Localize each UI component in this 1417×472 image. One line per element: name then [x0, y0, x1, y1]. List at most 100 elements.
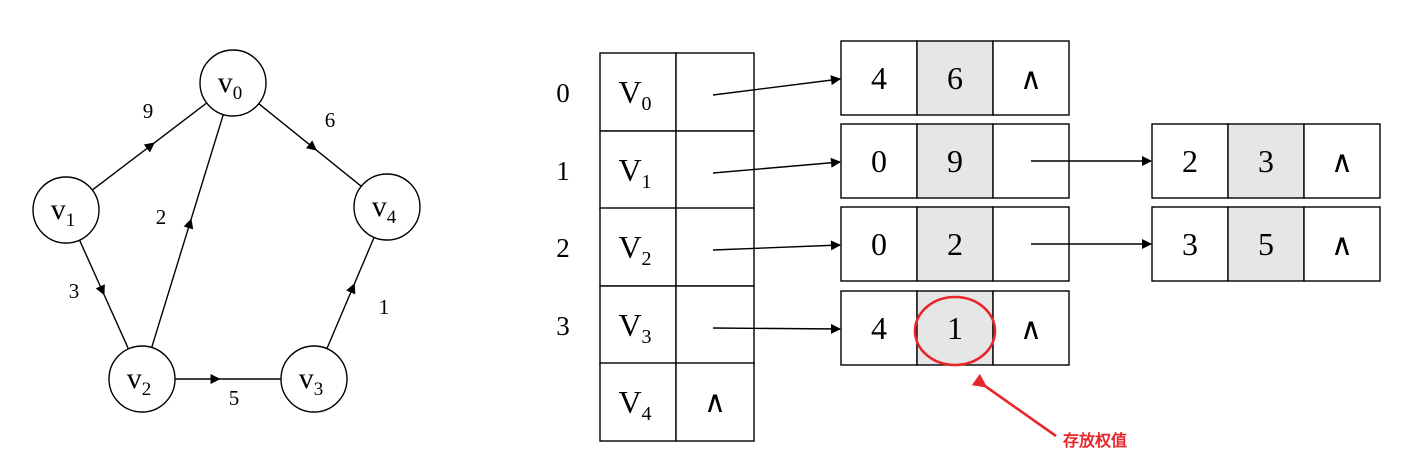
graph-edge-v0-v4 — [258, 103, 317, 151]
null-pointer-symbol: ∧ — [704, 386, 726, 419]
vertex-label-0-base: V — [618, 74, 641, 110]
vertex-label-3-subscript: 3 — [642, 326, 652, 348]
graph-node-v1 — [32, 176, 100, 244]
edge-node-adjvex-cell — [840, 206, 918, 282]
null-pointer-symbol: ∧ — [1331, 229, 1353, 262]
edge-node-adjvex-cell — [840, 290, 918, 366]
vertex-label-1-subscript: 1 — [642, 171, 652, 193]
graph-edge-v1-v0-tail — [153, 102, 208, 144]
edge-node-weight: 6 — [947, 60, 963, 96]
edge-node-adjvex-cell — [840, 123, 918, 199]
graph-edge-v0-v4-tail — [315, 149, 362, 187]
graph-node-label-v2: v2 — [127, 362, 152, 400]
graph-node-v4 — [353, 173, 421, 241]
vertex-index: 3 — [556, 311, 570, 341]
vertex-label-2-subscript: 2 — [642, 248, 652, 270]
vertex-data-cell — [599, 285, 677, 365]
edge-node-adjvex-cell — [1151, 123, 1229, 199]
graph-node-label-v3-subscript: 3 — [314, 379, 324, 400]
graph-edge-weight: 6 — [325, 108, 336, 132]
edge-node-next-cell — [1303, 206, 1381, 282]
edge-node-weight: 5 — [1258, 226, 1274, 262]
vertex-label-3: V3 — [618, 307, 651, 348]
head-pointer-arrow — [712, 240, 841, 251]
graph-edge-v3-v4 — [326, 283, 356, 349]
null-pointer-symbol: ∧ — [1020, 63, 1042, 96]
edge-node-adjvex-cell — [840, 40, 918, 116]
weight-highlight-circle — [913, 295, 997, 367]
graph-node-label-v0: v0 — [218, 66, 243, 104]
vertex-label-4-base: V — [618, 384, 641, 420]
edge-node-next-cell — [992, 40, 1070, 116]
graph-node-label-v2-base: v — [127, 362, 142, 395]
edge-node-adjvex: 3 — [1182, 226, 1198, 262]
graph-node-label-v1: v1 — [51, 193, 76, 231]
vertex-index: 0 — [556, 78, 570, 108]
edge-node-adjvex: 4 — [871, 310, 887, 346]
graph-edge-weight: 5 — [229, 386, 240, 410]
edge-node-next-cell — [1303, 123, 1381, 199]
vertex-label-4-subscript: 4 — [642, 403, 652, 425]
vertex-label-0-subscript: 0 — [642, 93, 652, 115]
edge-node-adjvex-cell — [1151, 206, 1229, 282]
weight-annotation: 存放权值 — [971, 373, 1127, 450]
vertex-label-0: V0 — [618, 74, 651, 115]
graph-node-label-v3-base: v — [299, 362, 314, 395]
edge-node-weight-cell — [916, 40, 994, 116]
graph-node-label-v4: v4 — [372, 190, 397, 228]
graph-node-label-v0-base: v — [218, 66, 233, 99]
graph-node-label-v1-subscript: 1 — [66, 210, 76, 231]
edge-node-weight-cell — [916, 123, 994, 199]
graph-edge-v2-v0 — [151, 218, 194, 348]
null-pointer-symbol: ∧ — [1331, 146, 1353, 179]
vertex-label-3-base: V — [618, 307, 641, 343]
graph-node-v2 — [108, 345, 176, 413]
graph-node-label-v0-subscript: 0 — [233, 83, 243, 104]
graph-node-label-v3: v3 — [299, 362, 324, 400]
head-pointer-arrow — [712, 75, 841, 96]
edge-node-adjvex: 4 — [871, 60, 887, 96]
edge-node-adjvex: 0 — [871, 226, 887, 262]
graph-node-label-v4-base: v — [372, 190, 387, 223]
vertex-data-cell — [599, 362, 677, 442]
edge-node-weight-cell — [1227, 206, 1305, 282]
graph-node-label-v2-subscript: 2 — [142, 379, 152, 400]
graph-node-v0 — [199, 49, 267, 117]
graph-node-v3 — [280, 345, 348, 413]
edge-node-weight: 9 — [947, 143, 963, 179]
graph-edge-weight: 9 — [143, 99, 154, 123]
graph-edge-v3-v4-tail — [353, 237, 375, 285]
vertex-firstedge-cell — [675, 207, 755, 287]
vertex-firstedge-cell — [675, 285, 755, 365]
graph-edge-weight: 1 — [379, 295, 390, 319]
edge-node-weight: 2 — [947, 226, 963, 262]
vertex-data-cell — [599, 130, 677, 210]
edge-node-weight: 3 — [1258, 143, 1274, 179]
vertex-data-cell — [599, 207, 677, 287]
annotation-label: 存放权值 — [1063, 431, 1127, 450]
head-pointer-arrow — [712, 157, 841, 174]
head-pointer-arrow — [712, 323, 841, 334]
vertex-label-1-base: V — [618, 152, 641, 188]
vertex-label-2-base: V — [618, 229, 641, 265]
graph-edge-weight: 2 — [156, 205, 167, 229]
edge-node-adjvex: 0 — [871, 143, 887, 179]
vertex-index: 1 — [556, 156, 570, 186]
edge-node-weight: 1 — [947, 310, 963, 346]
edge-node-next-cell — [992, 290, 1070, 366]
graph-node-label-v4-subscript: 4 — [387, 207, 397, 228]
vertex-label-2: V2 — [618, 229, 651, 270]
edge-node-adjvex: 2 — [1182, 143, 1198, 179]
annotation-arrow — [971, 373, 1057, 438]
null-pointer-symbol: ∧ — [1020, 313, 1042, 346]
graph-edge-v1-v2 — [78, 239, 105, 296]
graph-edge-v2-v0-tail — [190, 114, 224, 220]
vertex-firstedge-cell — [675, 362, 755, 442]
graph-edge-v1-v2-tail — [103, 294, 130, 350]
graph-node-label-v1-base: v — [51, 193, 66, 226]
vertex-label-1: V1 — [618, 152, 651, 193]
graph-edge-weight: 3 — [69, 279, 80, 303]
